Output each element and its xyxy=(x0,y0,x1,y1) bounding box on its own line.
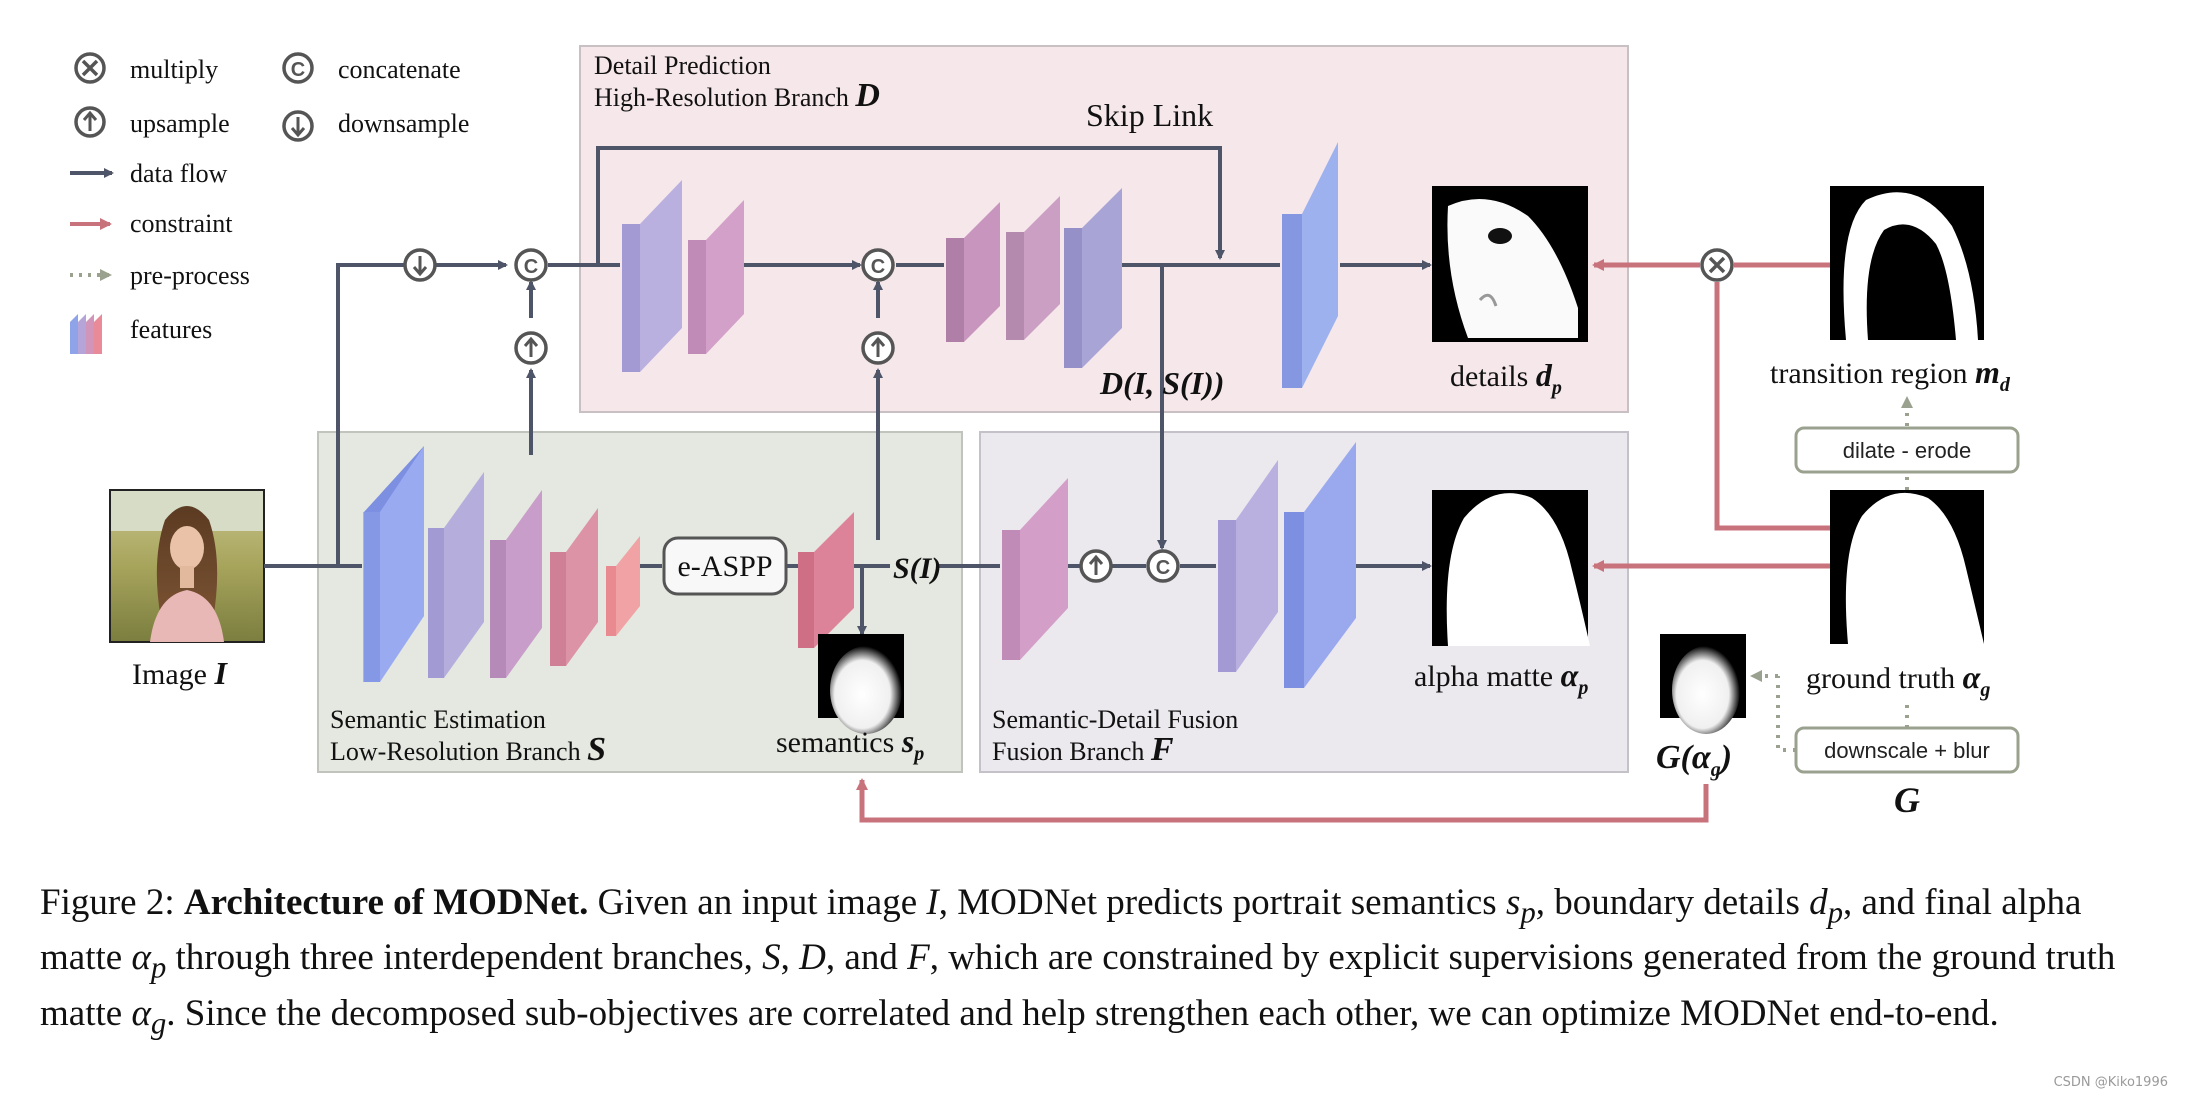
caption-symbol: S xyxy=(762,937,781,979)
downsample-icon xyxy=(282,110,314,142)
caption-symbol: p xyxy=(1827,895,1844,930)
detail-feature-blocks xyxy=(622,142,1338,388)
caption-symbol: α xyxy=(131,992,151,1034)
legend-downsample: downsample xyxy=(338,109,469,138)
details-label: details dp xyxy=(1450,357,1562,399)
e-aspp-module xyxy=(662,536,788,596)
fusion-feature-blocks xyxy=(1002,442,1356,688)
upsample-node-2 xyxy=(861,331,895,365)
ground-truth-image xyxy=(1830,490,1984,644)
semantics-output-image xyxy=(818,634,904,734)
concatenate-node-2: C xyxy=(861,248,895,282)
fusion-branch-title-2: Fusion Branch F xyxy=(992,731,1174,768)
skip-link-label: Skip Link xyxy=(1086,97,1213,133)
downscale-blur-label: downscale + blur xyxy=(1824,738,1990,763)
caption-text: through three interdependent branches, xyxy=(175,937,753,979)
g-alpha-image xyxy=(1660,634,1746,734)
legend-data-flow: data flow xyxy=(130,159,228,188)
caption-symbol: D xyxy=(799,937,826,979)
svg-text:C: C xyxy=(524,256,538,278)
caption-symbol: p xyxy=(1520,895,1536,930)
features-icon xyxy=(70,314,102,354)
image-label: Image I xyxy=(132,655,228,691)
constraint-lines xyxy=(856,259,1830,823)
caption-symbol: I xyxy=(926,882,939,923)
concatenate-icon: C xyxy=(282,52,314,84)
caption-text: . Since the decomposed sub-objectives ar… xyxy=(166,992,1999,1034)
legend-upsample: upsample xyxy=(130,109,230,138)
legend-features: features xyxy=(130,315,212,344)
caption-title: Architecture of MODNet. xyxy=(183,882,589,923)
concatenate-node-1: C xyxy=(514,248,548,282)
concatenate-node-3: C xyxy=(1146,549,1180,583)
s-of-i-label: S(I) xyxy=(893,552,941,585)
dilate-erode-label: dilate - erode xyxy=(1843,438,1971,463)
alpha-matte-output-image xyxy=(1432,490,1590,646)
caption-text: , boundary details xyxy=(1535,882,1800,923)
pre-process-lines xyxy=(1750,396,1913,752)
svg-text:C: C xyxy=(291,59,305,81)
caption-fig-number: Figure 2: xyxy=(40,882,175,923)
watermark: CSDN @Kiko1996 xyxy=(2053,1075,2168,1090)
fusion-branch-title-1: Semantic-Detail Fusion xyxy=(992,705,1238,734)
transition-region-image xyxy=(1830,186,1984,340)
caption-symbol: F xyxy=(907,937,930,979)
data-flow-lines xyxy=(264,146,1432,636)
upsample-node-3 xyxy=(1079,549,1113,583)
ground-truth-label: ground truth αg xyxy=(1806,659,1990,701)
legend-concatenate: concatenate xyxy=(338,55,461,84)
input-image xyxy=(109,489,265,643)
transition-region-label: transition region md xyxy=(1770,354,2011,396)
legend-multiply: multiply xyxy=(130,55,218,84)
g-alpha-label: G(αg) xyxy=(1656,739,1732,781)
caption-text: , MODNet predicts portrait semantics xyxy=(938,882,1497,923)
semantic-branch-title-1: Semantic Estimation xyxy=(330,705,546,734)
semantic-feature-blocks xyxy=(363,446,854,682)
caption-symbol: α xyxy=(131,937,151,979)
d-of-i-label: D(I, S(I)) xyxy=(1099,365,1224,401)
downsample-node xyxy=(403,248,437,282)
e-aspp-label: e-ASPP xyxy=(677,550,772,583)
upsample-node-1 xyxy=(514,331,548,365)
multiply-icon xyxy=(74,52,106,84)
caption-text: Given an input image xyxy=(597,882,918,923)
semantic-branch-title-2: Low-Resolution Branch S xyxy=(330,731,606,768)
caption-symbol: g xyxy=(150,1006,167,1041)
upsample-icon xyxy=(74,106,106,138)
caption-text: , which are constrained by explicit supe… xyxy=(40,937,2116,1034)
svg-text:C: C xyxy=(1156,557,1170,579)
legend: multiply C concatenate upsample downsamp… xyxy=(70,52,469,354)
caption-text: , and xyxy=(825,937,898,979)
legend-pre-process: pre-process xyxy=(130,261,250,290)
figure-caption: Figure 2: Architecture of MODNet. Given … xyxy=(40,880,2120,1046)
caption-text: , and final alpha matte xyxy=(40,882,2082,979)
detail-branch-title-1: Detail Prediction xyxy=(594,51,771,80)
caption-symbol: s xyxy=(1505,882,1521,923)
multiply-node xyxy=(1700,248,1734,282)
diagram-canvas: Detail Prediction High-Resolution Branch… xyxy=(70,45,2020,823)
details-output-image xyxy=(1432,186,1588,342)
svg-text:C: C xyxy=(871,256,885,278)
legend-constraint: constraint xyxy=(130,209,233,238)
caption-text: , xyxy=(780,937,790,979)
alpha-matte-label: alpha matte αp xyxy=(1414,657,1588,699)
caption-symbol: d xyxy=(1809,882,1828,923)
caption-symbol: p xyxy=(150,950,167,985)
dilate-erode-box xyxy=(1794,426,2020,474)
detail-branch-title-2: High-Resolution Branch D xyxy=(594,77,880,114)
g-function-letter: G xyxy=(1894,780,1920,820)
semantics-label: semantics sp xyxy=(776,723,924,765)
